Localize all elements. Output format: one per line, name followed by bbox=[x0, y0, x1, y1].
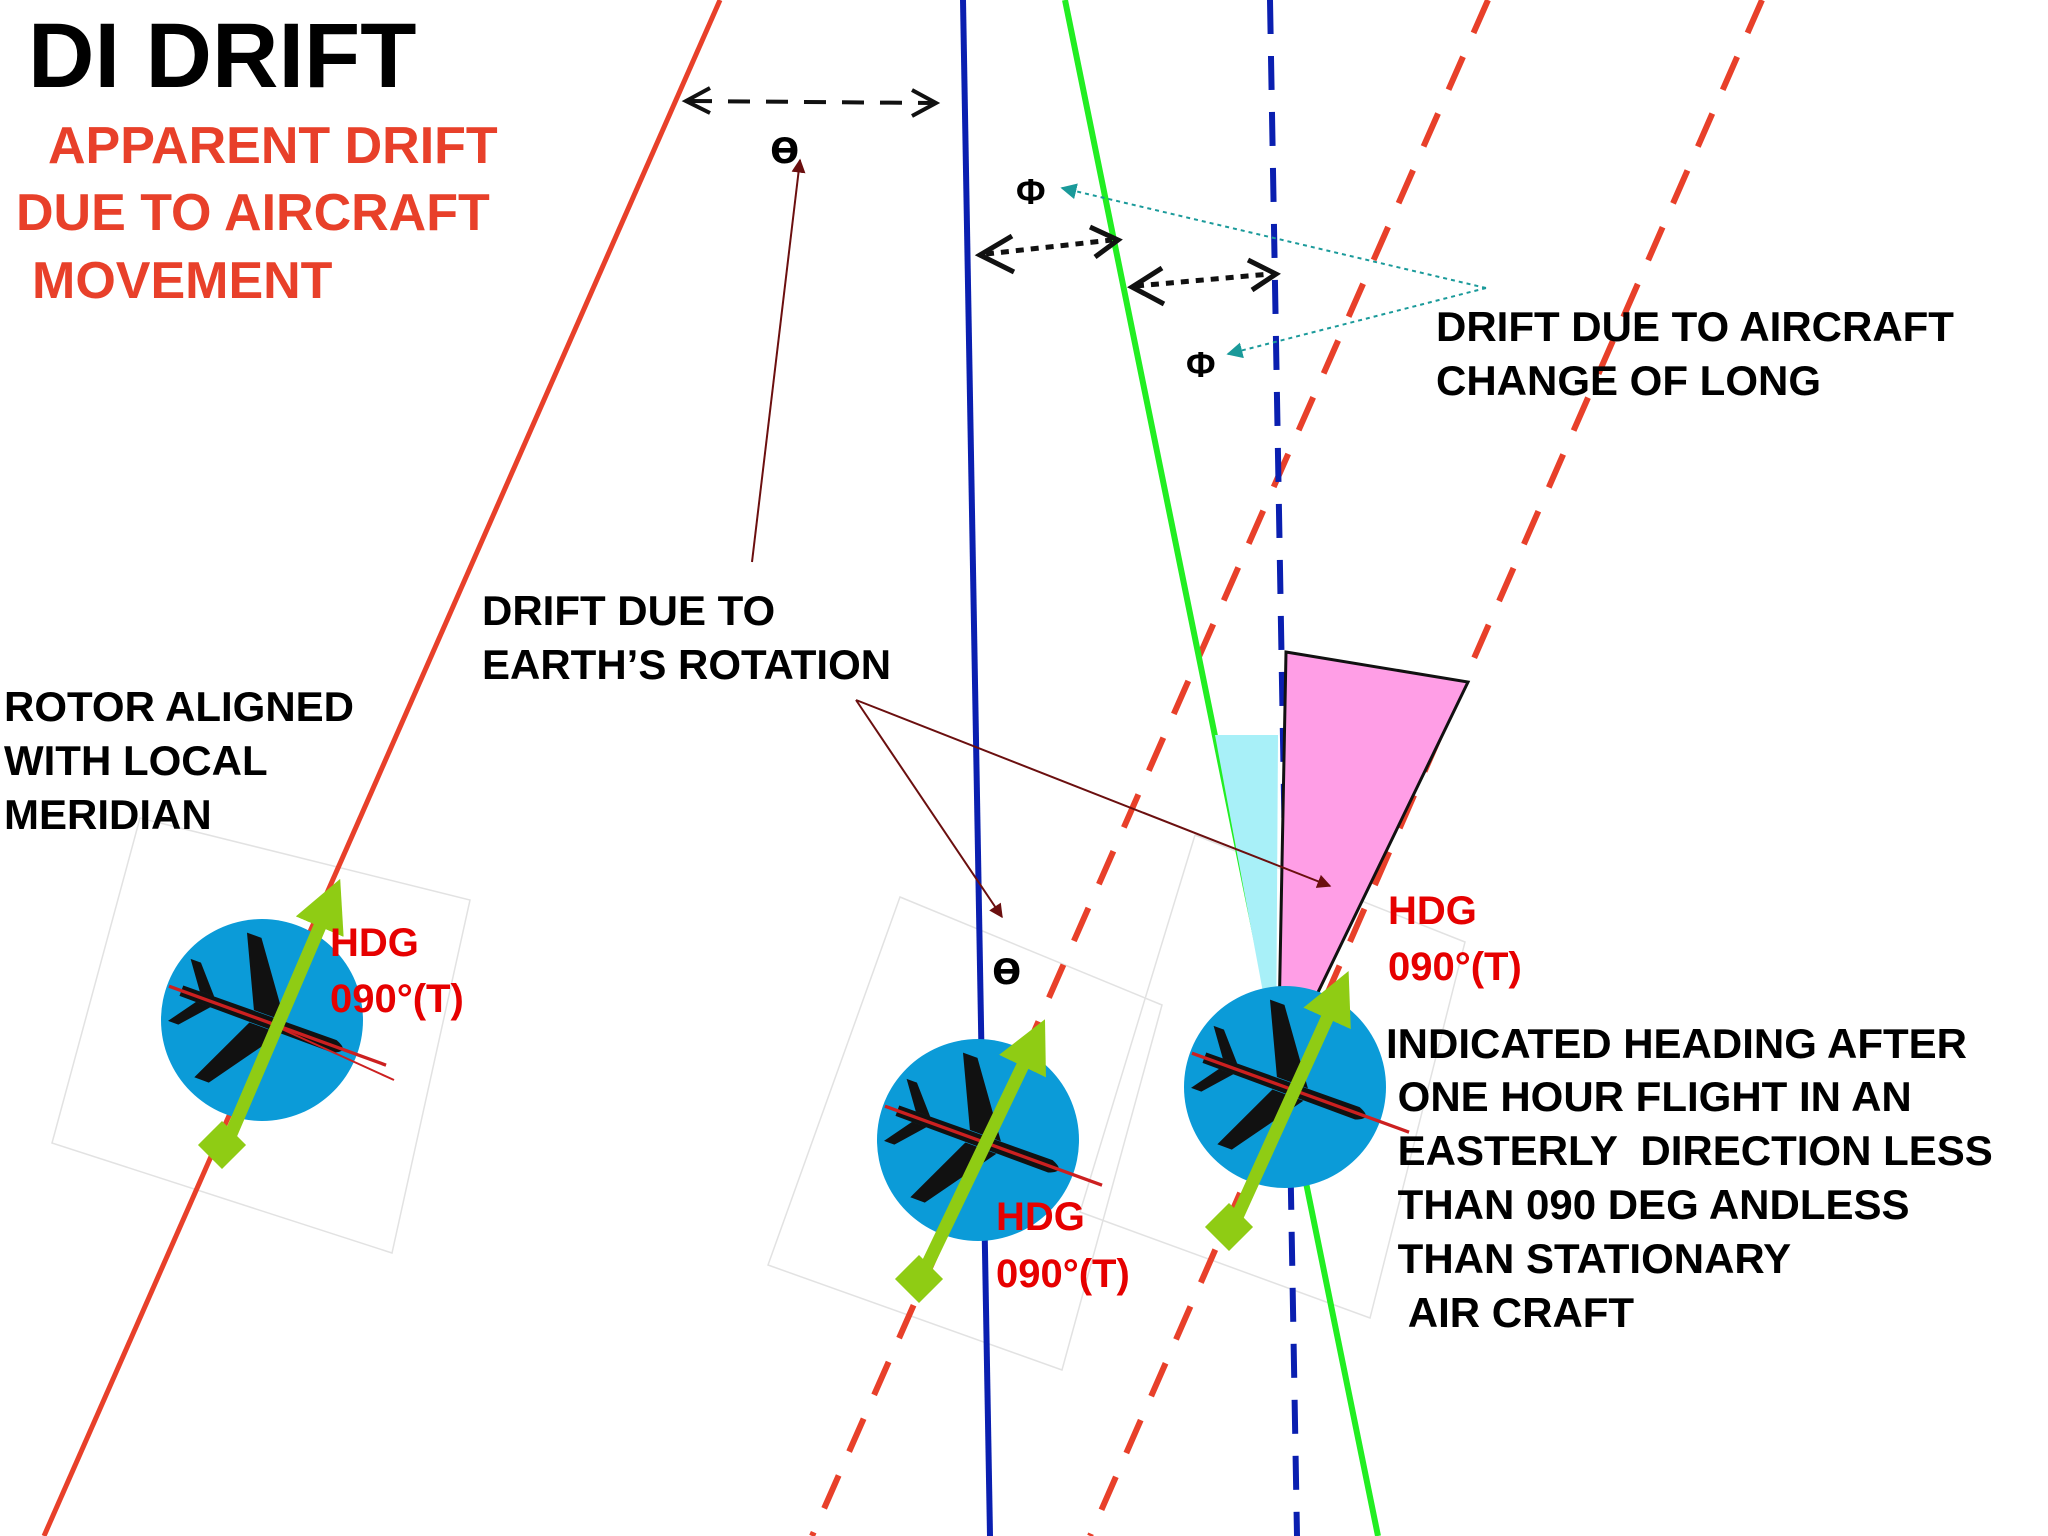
rotor-label-3: MERIDIAN bbox=[4, 791, 212, 838]
hdg-label-right: HDG bbox=[1388, 889, 1477, 933]
hdg-value-right: 090°(T) bbox=[1388, 945, 1522, 989]
earth-rotation-wedge bbox=[1215, 735, 1278, 1062]
theta-measure-arrow bbox=[681, 86, 941, 118]
indicated-label-1: INDICATED HEADING AFTER bbox=[1386, 1020, 1967, 1067]
indicated-label-4: THAN 090 DEG ANDLESS bbox=[1386, 1181, 1910, 1228]
drift-long-label-2: CHANGE OF LONG bbox=[1436, 357, 1821, 404]
drift-earth-label-2: EARTH’S ROTATION bbox=[482, 641, 891, 688]
hdg-value-left: 090°(T) bbox=[330, 977, 464, 1021]
rotor-label-2: WITH LOCAL bbox=[4, 737, 268, 784]
phi-symbol-lower: Φ bbox=[1186, 344, 1216, 385]
local-meridian-line bbox=[960, 0, 993, 1536]
hdg-value-middle: 090°(T) bbox=[996, 1252, 1130, 1296]
drift-earth-label-1: DRIFT DUE TO bbox=[482, 587, 775, 634]
indicated-label-6: AIR CRAFT bbox=[1386, 1289, 1634, 1336]
indicated-label-5: THAN STATIONARY bbox=[1386, 1235, 1791, 1282]
subtitle-line-1: APPARENT DRIFT bbox=[48, 117, 498, 175]
hdg-label-middle: HDG bbox=[996, 1195, 1085, 1239]
subtitle-line-2: DUE TO AIRCRAFT bbox=[16, 184, 490, 242]
indicated-label-2: ONE HOUR FLIGHT IN AN bbox=[1386, 1073, 1912, 1120]
aircraft-frames bbox=[51, 817, 1466, 1371]
subtitle-line-3: MOVEMENT bbox=[32, 252, 333, 310]
drift-long-label-1: DRIFT DUE TO AIRCRAFT bbox=[1436, 303, 1954, 350]
rotor-meridian-line bbox=[41, 0, 723, 1536]
theta-symbol-top: ɵ bbox=[770, 121, 799, 174]
earth-rotation-pointers bbox=[751, 158, 1332, 919]
true-meridian-dashed bbox=[1267, 0, 1300, 1536]
rotor-label-1: ROTOR ALIGNED bbox=[4, 683, 354, 730]
theta-symbol-middle: ɵ bbox=[992, 942, 1021, 995]
indicated-label-3: EASTERLY DIRECTION LESS bbox=[1386, 1127, 1993, 1174]
change-of-long-pointers bbox=[1060, 183, 1487, 359]
apparent-drift-wedge bbox=[1276, 650, 1471, 1076]
phi-symbol-top: Φ bbox=[1016, 171, 1046, 212]
phi-measure-arrows bbox=[974, 224, 1281, 307]
page-title: DI DRIFT bbox=[28, 5, 416, 107]
hdg-label-left: HDG bbox=[330, 921, 419, 965]
